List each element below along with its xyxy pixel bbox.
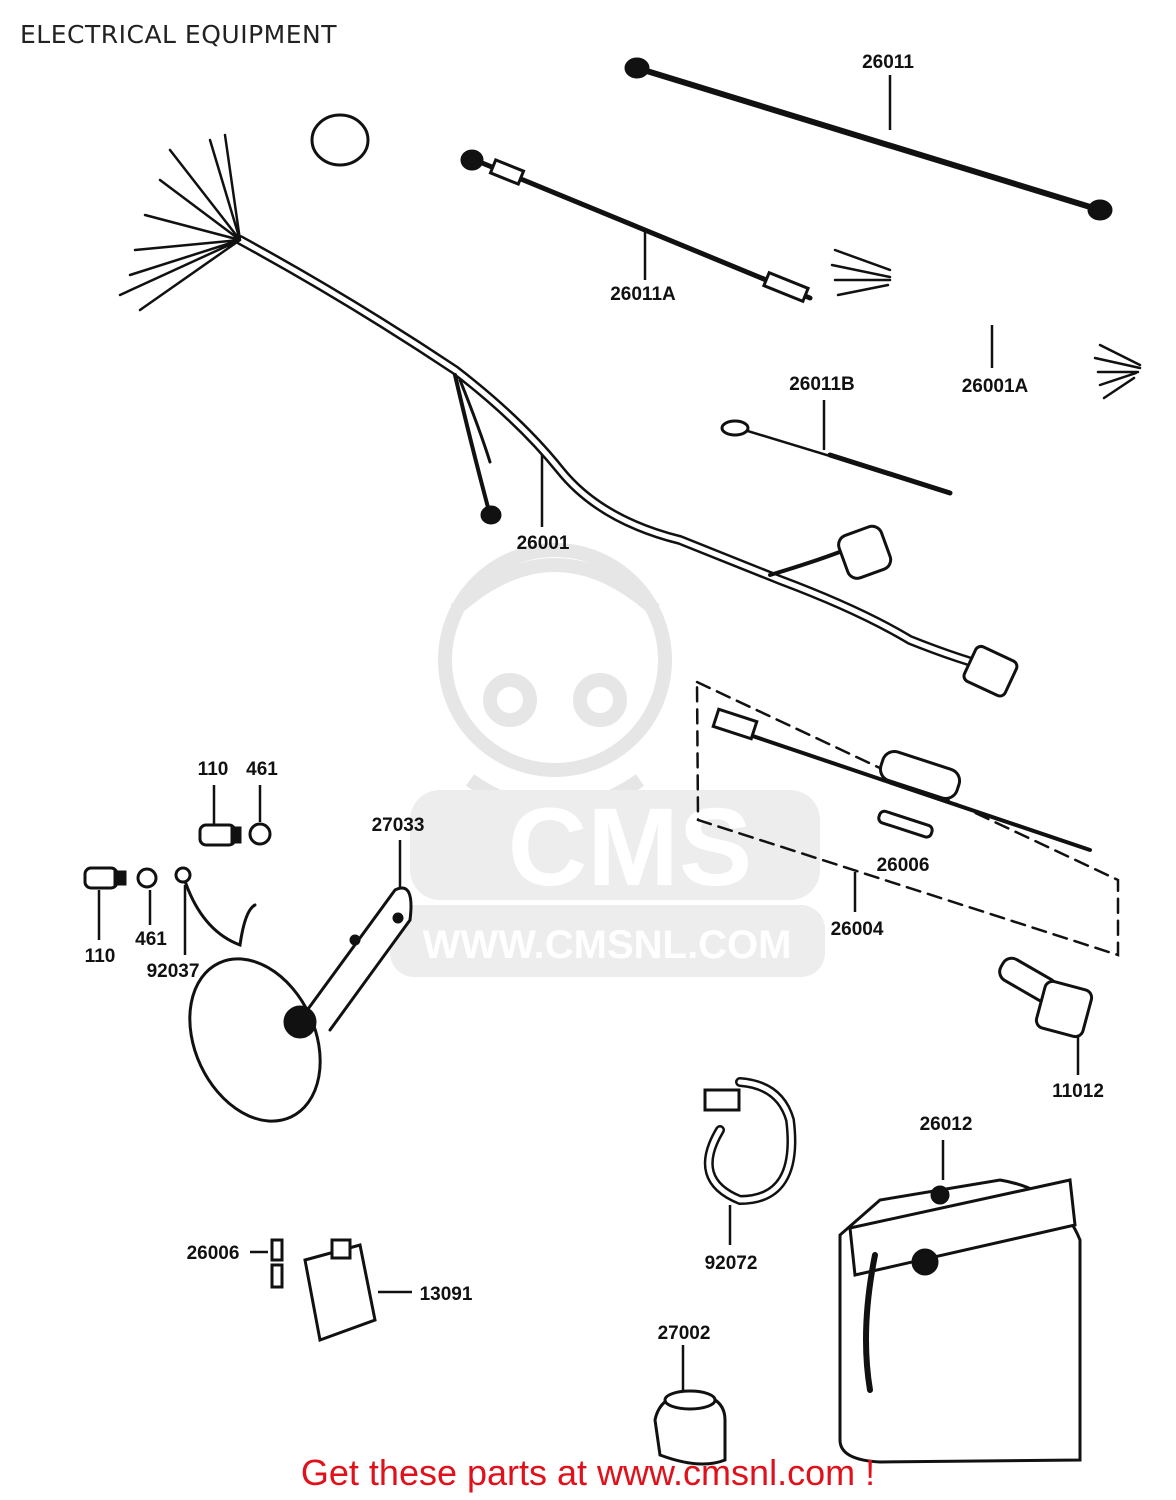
label-461-top: 461 xyxy=(246,759,278,780)
label-26001: 26001 xyxy=(517,533,570,554)
battery-26012-icon xyxy=(838,1178,1082,1464)
label-461-left: 461 xyxy=(135,929,167,950)
cable-26011a-icon xyxy=(460,149,813,304)
cable-26011b-icon xyxy=(720,419,953,496)
fuse-26006-low-icon xyxy=(270,1238,284,1289)
bolt-110-left-icon xyxy=(83,866,127,890)
switch-27002-icon xyxy=(653,1389,727,1466)
label-13091: 13091 xyxy=(420,1284,473,1305)
label-26006-low: 26006 xyxy=(187,1243,240,1264)
battery-strap-92072-icon xyxy=(703,1077,797,1206)
label-26004: 26004 xyxy=(831,919,884,940)
resistor-kit-26004-icon xyxy=(695,680,1120,957)
label-11012: 11012 xyxy=(1052,1081,1104,1102)
nut-461-left-icon xyxy=(136,867,158,889)
connector-bundle-26001a-icon xyxy=(830,248,1142,400)
label-27033: 27033 xyxy=(372,815,425,836)
watermark-mascot-icon xyxy=(438,543,672,817)
label-26011b: 26011B xyxy=(789,374,855,395)
regulator-13091-icon xyxy=(303,1238,377,1343)
horn-27033-icon xyxy=(181,873,413,1123)
label-27002: 27002 xyxy=(658,1323,711,1344)
nut-461-top-icon xyxy=(248,822,272,846)
label-26006-mid: 26006 xyxy=(877,855,930,876)
main-wiring-harness-26001-icon xyxy=(118,113,1019,698)
cable-26011-icon xyxy=(624,57,1113,221)
label-26011: 26011 xyxy=(862,52,914,73)
washer-92037-icon xyxy=(174,866,192,884)
page-title: ELECTRICAL EQUIPMENT xyxy=(20,20,337,49)
footer-promo-text[interactable]: Get these parts at www.cmsnl.com ! xyxy=(300,1452,876,1493)
watermark-url: WWW.CMSNL.COM xyxy=(423,923,792,967)
label-26012: 26012 xyxy=(920,1114,973,1135)
plug-cap-11012-icon xyxy=(998,956,1094,1039)
watermark-logo-text: CMS xyxy=(508,786,752,909)
label-92072: 92072 xyxy=(705,1253,758,1274)
label-110-top: 110 xyxy=(198,759,229,780)
watermark: CMS WWW.CMSNL.COM xyxy=(390,543,825,977)
label-92037: 92037 xyxy=(147,961,200,982)
watermark-logo-box xyxy=(410,790,820,900)
bolt-110-top-icon xyxy=(198,823,242,847)
label-110-left: 110 xyxy=(85,946,116,967)
label-26001a: 26001A xyxy=(962,376,1029,397)
label-26011a: 26011A xyxy=(610,284,676,305)
watermark-url-box xyxy=(390,905,825,977)
